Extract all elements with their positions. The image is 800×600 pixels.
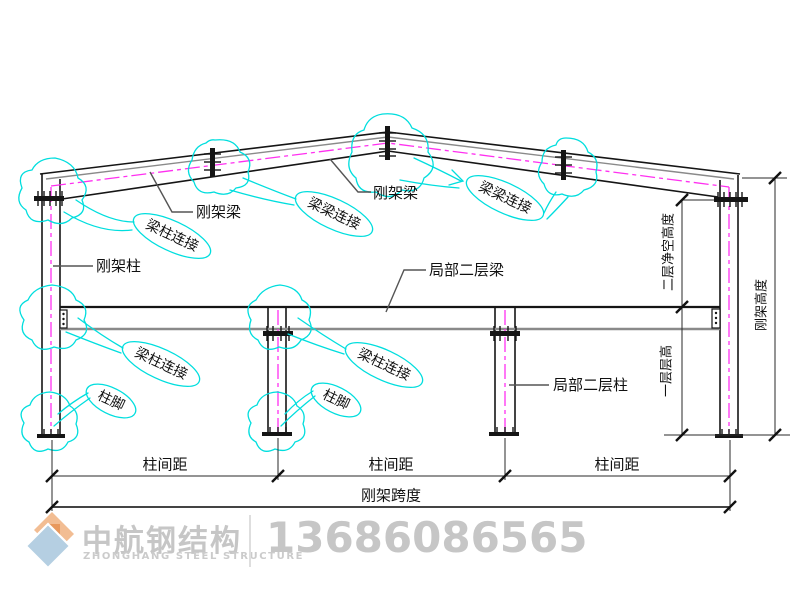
second-floor-clearance-label: 二层净空高度 <box>661 212 677 292</box>
mezzanine-column-label: 局部二层柱 <box>553 376 629 394</box>
company-name-cn: 中航钢结构 <box>82 524 242 559</box>
member-centerlines <box>50 142 730 432</box>
bay-spacing-label-2: 柱间距 <box>368 455 414 474</box>
bay-spacing-label-1: 柱间距 <box>142 455 188 474</box>
mezzanine-beam-label: 局部二层梁 <box>429 261 505 279</box>
revision-clouds <box>18 113 598 452</box>
frame-beam-label-left: 刚架梁 <box>196 203 242 221</box>
dimension-lines <box>45 171 790 514</box>
phone-number: 13686086565 <box>266 513 588 562</box>
frame-beam-label-right: 刚架梁 <box>373 184 419 202</box>
company-logo-icon <box>24 512 74 570</box>
first-floor-height-label: 一层层高 <box>659 344 675 398</box>
company-name-en: ZHONGHANG STEEL STRUCTURE <box>83 551 305 562</box>
frame-span-label: 刚架跨度 <box>360 486 422 505</box>
frame-column-label: 刚架柱 <box>96 257 142 275</box>
bay-spacing-label-3: 柱间距 <box>594 455 640 474</box>
connection-plates <box>34 126 748 438</box>
frame-height-label: 刚架高度 <box>754 278 770 332</box>
callout-leaders <box>53 158 549 386</box>
footer-divider <box>249 515 251 567</box>
portal-frame-members <box>39 131 741 437</box>
